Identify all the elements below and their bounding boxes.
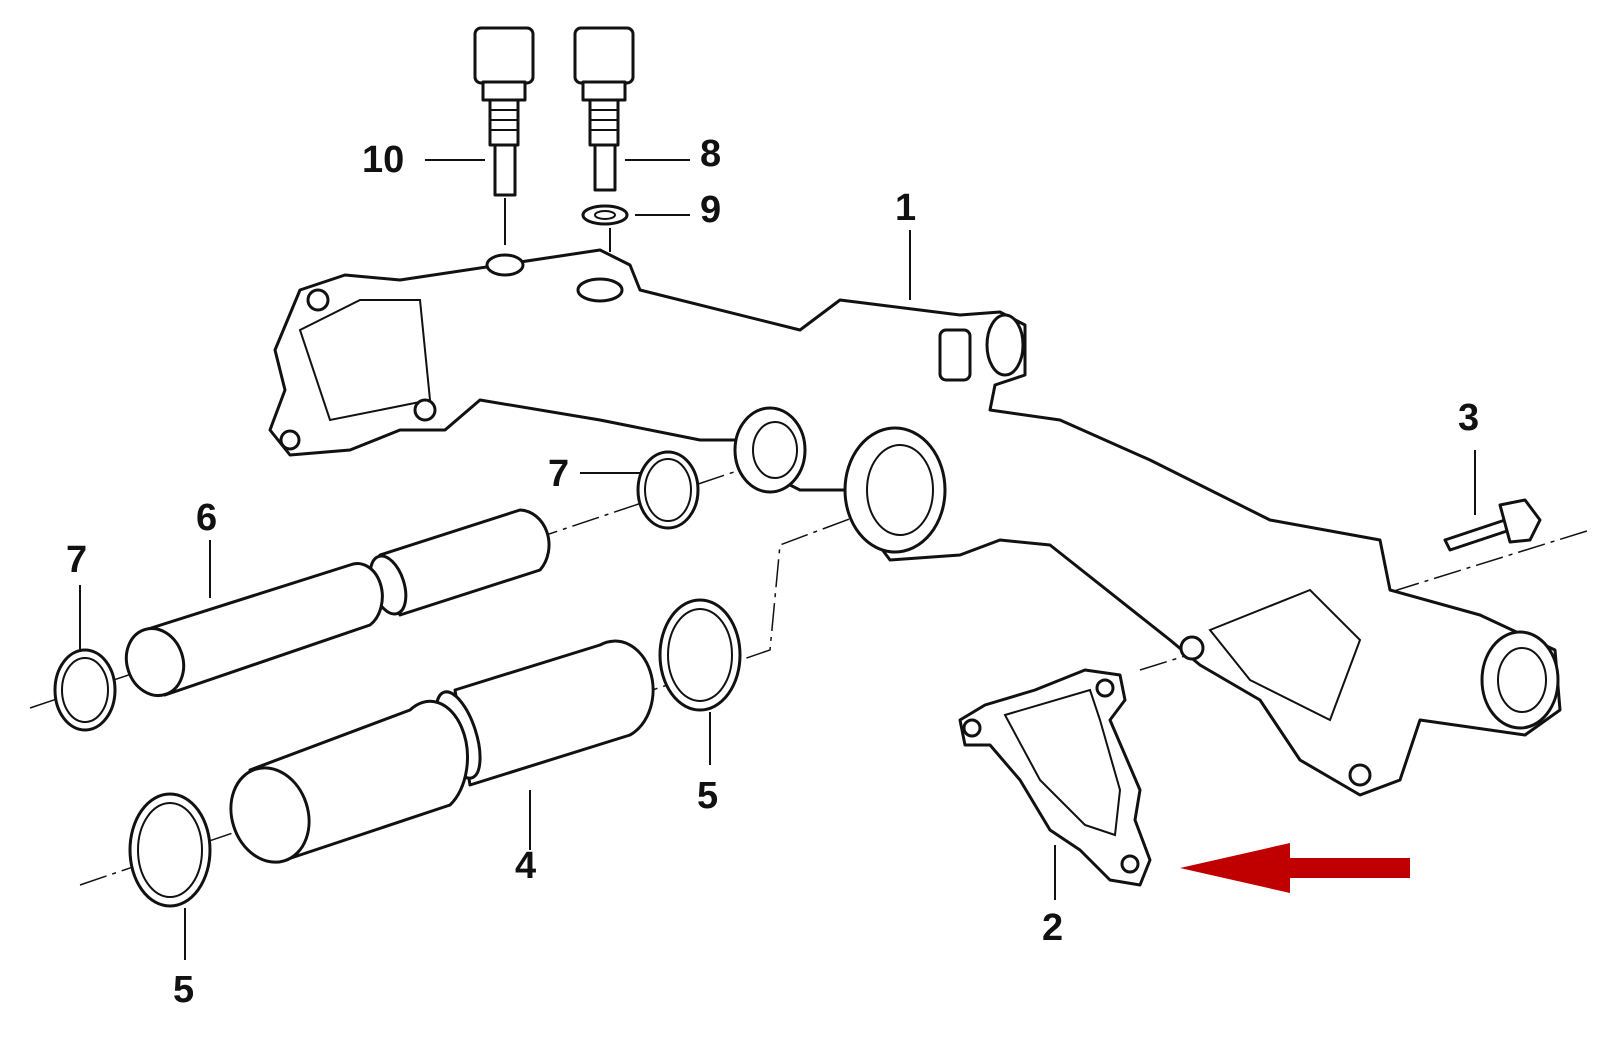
callout-10: 10 [362, 139, 404, 181]
callout-7-left: 7 [66, 539, 87, 581]
sealing-ring-9 [581, 204, 690, 252]
o-ring-7-upper [580, 450, 700, 530]
o-ring-5-left [128, 792, 212, 960]
temperature-sensor-8 [573, 26, 690, 192]
coolant-manifold-1 [268, 230, 1562, 797]
pipe-4 [229, 639, 655, 864]
callout-9: 9 [700, 189, 721, 231]
o-ring-7-left [53, 585, 117, 732]
callout-5-right: 5 [697, 775, 718, 817]
bolt-3 [1443, 450, 1542, 552]
callout-7-upper: 7 [548, 453, 569, 495]
callout-3: 3 [1458, 397, 1479, 439]
o-ring-5-right [658, 598, 742, 765]
temperature-sensor-10 [425, 26, 535, 245]
callout-8: 8 [700, 133, 721, 175]
highlight-arrow [1180, 843, 1410, 893]
callout-5-left: 5 [173, 969, 194, 1011]
callout-1: 1 [895, 187, 916, 229]
pipe-6 [124, 508, 551, 697]
gasket-2 [958, 668, 1152, 900]
callout-4: 4 [515, 845, 536, 887]
callout-6: 6 [196, 497, 217, 539]
callout-2: 2 [1042, 907, 1063, 949]
